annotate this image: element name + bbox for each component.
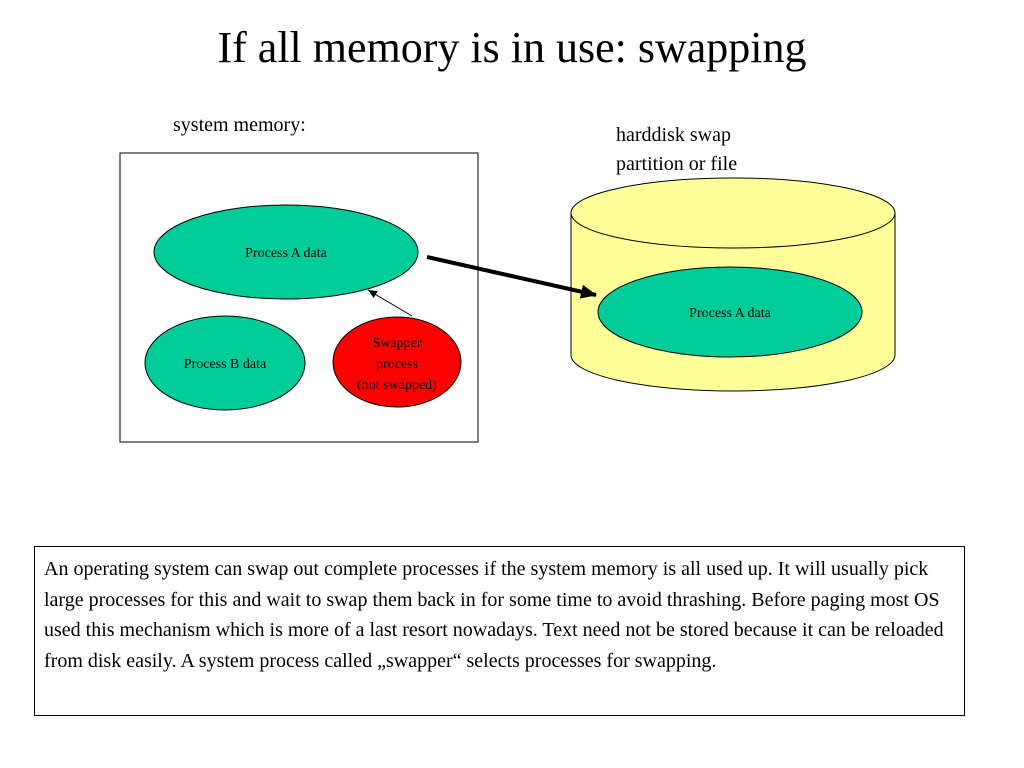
disk-label-line1: harddisk swap (616, 124, 731, 146)
process-a-memory-ellipse (153, 204, 419, 300)
process-b-memory-ellipse (144, 315, 306, 411)
swap-out-arrow (426, 255, 597, 299)
process-a-disk-label: Process A data (689, 306, 771, 321)
process-a-disk-ellipse (597, 266, 863, 358)
swapper-process-ellipse (332, 316, 462, 408)
swapping-diagram: Process A data Process B data Swapper pr… (119, 152, 896, 443)
slide-title: If all memory is in use: swapping (217, 23, 807, 72)
description-box: An operating system can swap out complet… (34, 546, 965, 716)
swapper-label-line1: Swapper (373, 336, 422, 351)
swapper-to-process-a-arrow (367, 289, 413, 317)
system-memory-label: system memory: (173, 114, 306, 136)
disk-label-line2: partition or file (616, 153, 738, 175)
swapper-label-line3: (not swapped) (357, 378, 437, 393)
disk-label: harddisk swap partition or file (616, 121, 816, 179)
process-a-memory-label: Process A data (245, 246, 327, 261)
process-b-memory-label: Process B data (184, 357, 267, 372)
swapper-label-line2: process (376, 357, 418, 372)
disk-cylinder-top (570, 177, 896, 249)
